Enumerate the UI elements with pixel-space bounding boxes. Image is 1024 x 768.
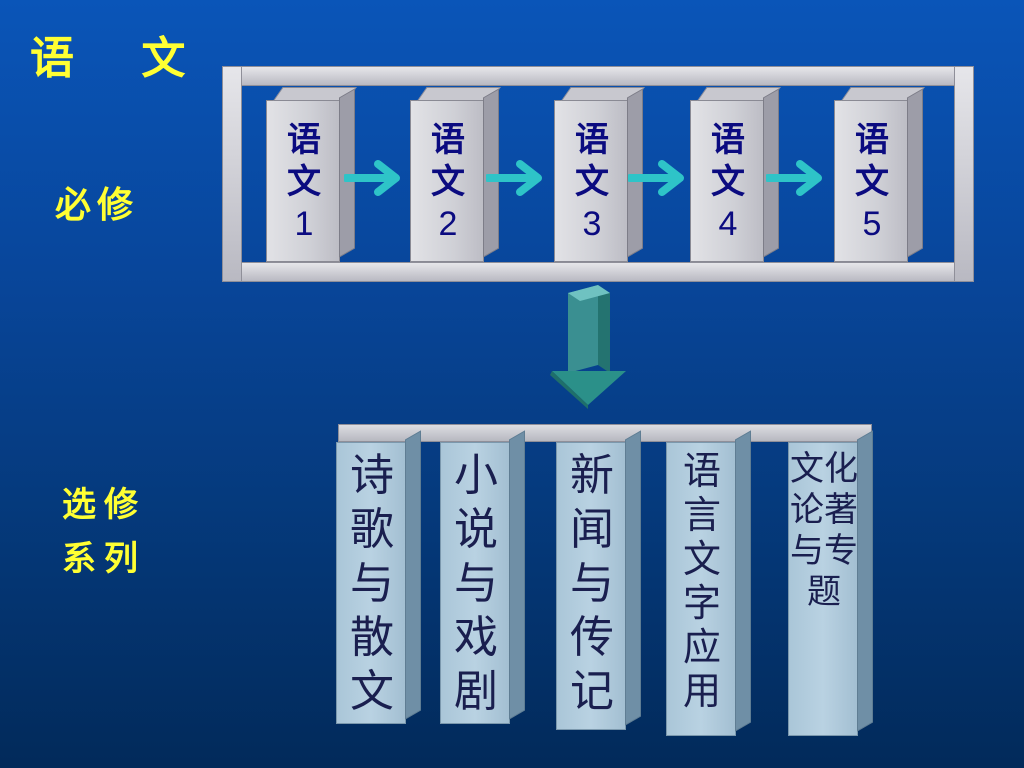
elective-news-biography: 新闻与传记: [556, 442, 626, 730]
arrow-right-icon: [486, 160, 542, 196]
book-2-line1: 语: [431, 120, 465, 160]
book-4-number: 4: [718, 205, 738, 243]
book-4: 语 文 4: [690, 100, 764, 262]
frame-left: [222, 66, 242, 282]
book-2: 语 文 2: [410, 100, 484, 262]
arrow-down-icon: [550, 285, 626, 409]
elective-item-2-text: 小说与戏剧: [454, 450, 498, 717]
arrow-right-icon: [766, 160, 822, 196]
elective-item-3-text: 新闻与传记: [570, 450, 614, 717]
elective-item-2: 小说与戏剧: [441, 449, 511, 719]
elective-item-4-text: 语言文字应用: [682, 449, 721, 713]
elective-label: 选修 系列: [62, 478, 172, 586]
book-1-line2: 文: [287, 162, 321, 202]
elective-item-1-text: 诗歌与散文: [350, 450, 394, 717]
book-4-line1: 语: [711, 120, 745, 160]
frame-right: [954, 66, 974, 282]
book-4-line2: 文: [711, 162, 745, 202]
book-3: 语 文 3: [554, 100, 628, 262]
book-2-number: 2: [438, 205, 458, 243]
book-5-line1: 语: [855, 120, 889, 160]
arrow-right-icon: [628, 160, 684, 196]
arrow-right-icon: [344, 160, 400, 196]
elective-item-5: 文化论著与专题: [789, 449, 859, 613]
elective-label-line1: 选修: [62, 485, 146, 525]
elective-item-5-text: 文化论著与专题: [790, 449, 858, 612]
required-label: 必修: [55, 184, 140, 226]
book-1-number: 1: [294, 205, 314, 243]
elective-language-use: 语言文字应用: [666, 442, 736, 736]
book-3-number: 3: [582, 205, 602, 243]
book-2-line2: 文: [431, 162, 465, 202]
book-3-line2: 文: [575, 162, 609, 202]
book-3-line1: 语: [575, 120, 609, 160]
elective-label-line2: 系列: [62, 539, 146, 579]
book-5: 语 文 5: [834, 100, 908, 262]
slide-title: 语 文: [30, 33, 212, 84]
frame-top: [222, 66, 974, 86]
frame-bottom: [222, 262, 974, 282]
elective-item-3: 新闻与传记: [557, 449, 627, 719]
book-1-line1: 语: [287, 120, 321, 160]
elective-item-1: 诗歌与散文: [337, 449, 407, 719]
elective-item-4: 语言文字应用: [667, 449, 737, 713]
book-1: 语 文 1: [266, 100, 340, 262]
elective-fiction-drama: 小说与戏剧: [440, 442, 510, 724]
book-5-number: 5: [862, 205, 882, 243]
elective-poetry-prose: 诗歌与散文: [336, 442, 406, 724]
book-5-line2: 文: [855, 162, 889, 202]
elective-culture-works: 文化论著与专题: [788, 442, 858, 736]
